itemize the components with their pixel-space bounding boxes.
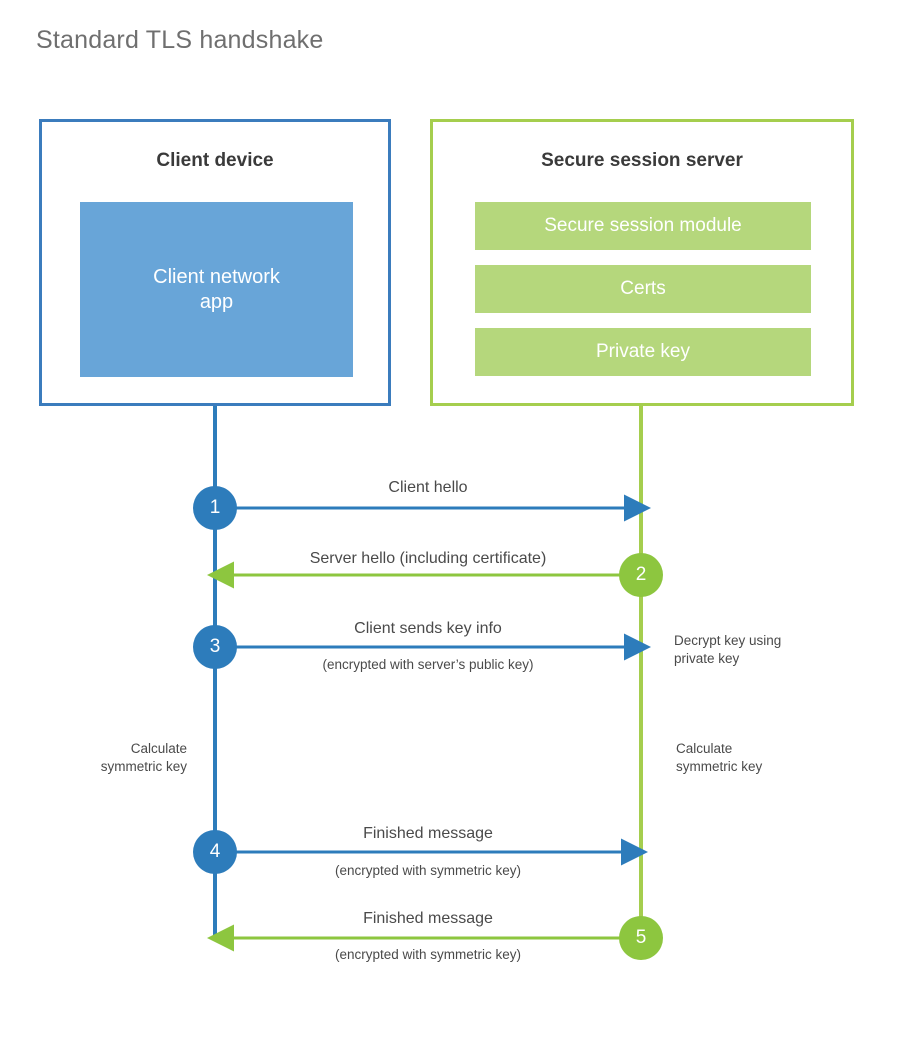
step-badge-3[interactable]: 3: [193, 625, 237, 669]
secure-session-server-box: Secure session server Secure session mod…: [430, 119, 854, 406]
step-badge-4[interactable]: 4: [193, 830, 237, 874]
note-calculate-symmetric-key-server: Calculate symmetric key: [676, 741, 763, 774]
client-device-title: Client device: [156, 150, 274, 171]
step-badge-1[interactable]: 1: [193, 486, 237, 530]
step-4-sublabel: (encrypted with symmetric key): [334, 863, 522, 878]
client-device-box: Client device Client network app: [39, 119, 391, 406]
secure-session-server-title: Secure session server: [541, 150, 743, 171]
server-bar-secure-session-module: Secure session module: [475, 202, 811, 250]
step-2-label: Server hello (including certificate): [309, 550, 547, 567]
step-badge-2[interactable]: 2: [619, 553, 663, 597]
server-bar-certs: Certs: [475, 265, 811, 313]
client-network-app-block: Client network app: [80, 202, 353, 377]
step-badge-5[interactable]: 5: [619, 916, 663, 960]
step-4-label: Finished message: [363, 825, 493, 842]
server-bar-private-key: Private key: [475, 328, 811, 376]
note-decrypt-key: Decrypt key using private key: [674, 633, 782, 666]
page-title: Standard TLS handshake: [36, 26, 324, 54]
step-3-label: Client sends key info: [354, 620, 502, 637]
step-3-sublabel: (encrypted with server’s public key): [322, 657, 534, 672]
step-1-label: Client hello: [388, 479, 468, 496]
note-calculate-symmetric-key-client: Calculate symmetric key: [100, 741, 187, 774]
step-5-label: Finished message: [363, 910, 493, 927]
step-5-sublabel: (encrypted with symmetric key): [334, 947, 522, 962]
